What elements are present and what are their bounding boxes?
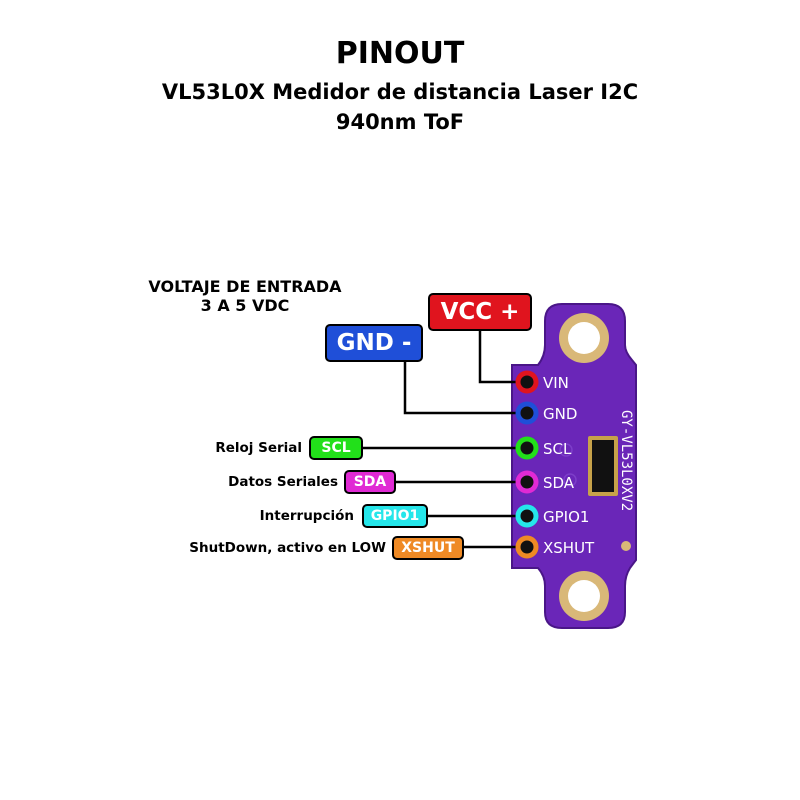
page-subtitle-line2: 940nm ToF xyxy=(335,110,465,134)
sensor-chip xyxy=(592,440,614,492)
sda-description: Datos Seriales xyxy=(228,474,338,490)
pin-pad-gpio1 xyxy=(515,504,539,528)
gnd-badge: GND - xyxy=(325,324,423,362)
pin-pad-vin xyxy=(515,370,539,394)
pin-pad-xshut xyxy=(515,535,539,559)
vcc-wire xyxy=(478,326,526,384)
gpio1-description: Interrupción xyxy=(259,508,354,524)
pcb-outline xyxy=(511,303,637,629)
scl-badge: SCL xyxy=(309,436,363,460)
scl-description: Reloj Serial xyxy=(215,440,302,456)
pin-labels: VIN GND SCL SDA GPIO1 XSHUT xyxy=(543,374,595,557)
vcc-badge: VCC + xyxy=(428,293,532,331)
pin-pad-scl xyxy=(515,436,539,460)
xshut-badge: XSHUT xyxy=(392,536,464,560)
board-silkscreen: GY-VL53L0XV2 xyxy=(618,410,634,511)
voltage-note: VOLTAJE DE ENTRADA 3 A 5 VDC xyxy=(120,277,370,315)
gpio1-badge: GPIO1 xyxy=(362,504,428,528)
pin-label-scl: SCL xyxy=(543,440,572,458)
pin-pads xyxy=(515,370,539,559)
pcb-board xyxy=(511,303,637,629)
voltage-range: 3 A 5 VDC xyxy=(200,296,290,315)
pin-pad-gnd xyxy=(515,401,539,425)
sda-badge: SDA xyxy=(344,470,396,494)
gnd-wire xyxy=(403,358,526,415)
pin-label-sda: SDA xyxy=(543,474,575,492)
test-pad xyxy=(621,541,631,551)
voltage-label: VOLTAJE DE ENTRADA xyxy=(148,277,342,296)
pin-label-vin: VIN xyxy=(543,374,569,392)
pin-label-xshut: XSHUT xyxy=(543,539,595,557)
page-subtitle: VL53L0X Medidor de distancia Laser I2C xyxy=(161,80,639,104)
pin-label-gnd: GND xyxy=(543,405,577,423)
pin-pad-sda xyxy=(515,470,539,494)
page-title: PINOUT xyxy=(335,36,465,71)
connection-wires xyxy=(362,326,526,549)
pin-label-gpio1: GPIO1 xyxy=(543,508,589,526)
xshut-description: ShutDown, activo en LOW xyxy=(189,540,386,556)
